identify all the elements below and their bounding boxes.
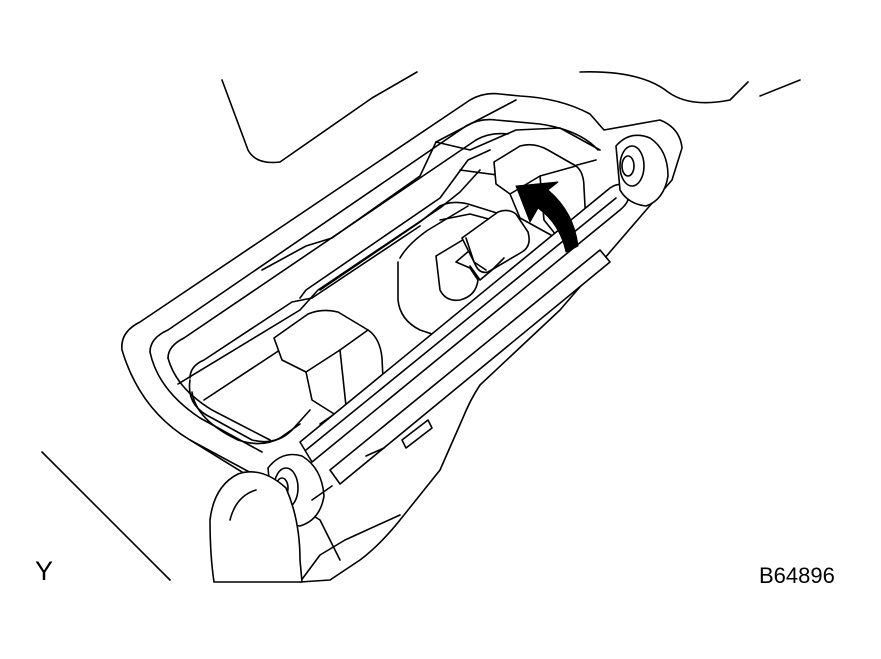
lid-frame [177, 99, 601, 445]
rod-end-cap-right [615, 134, 669, 207]
figure-code: B64896 [759, 563, 835, 588]
lock-lever [435, 209, 530, 302]
foreground-seat [209, 471, 303, 583]
curved-arrow-icon [515, 181, 579, 253]
rod-detail-slots [311, 419, 433, 501]
console-tray [121, 92, 683, 583]
background-trim-lines [41, 71, 801, 581]
view-label: Y [35, 556, 54, 586]
hinge-rod [299, 183, 630, 485]
center-recess [319, 201, 501, 341]
